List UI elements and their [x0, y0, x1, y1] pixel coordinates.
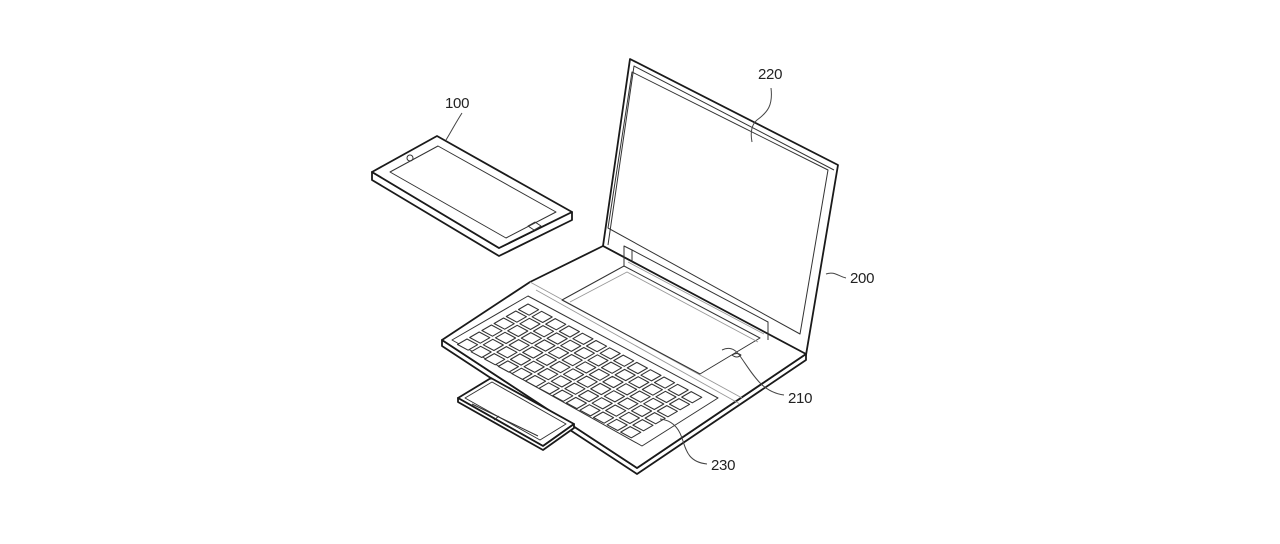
key: [667, 383, 689, 397]
key: [534, 339, 556, 352]
keyboard-keys: [456, 303, 703, 439]
key: [613, 354, 635, 367]
key: [538, 382, 560, 395]
leader-100: [445, 112, 463, 141]
key: [629, 390, 651, 403]
key: [643, 397, 665, 411]
key: [564, 382, 586, 395]
key: [494, 331, 517, 345]
key: [630, 404, 653, 418]
leader-220: [750, 87, 772, 143]
key: [644, 412, 666, 425]
key: [590, 382, 612, 396]
key: [560, 339, 582, 352]
key: [628, 376, 650, 389]
key: [655, 390, 677, 404]
key: [579, 404, 601, 417]
key: [523, 360, 545, 373]
key: [484, 353, 506, 366]
key: [535, 353, 557, 366]
key: [511, 367, 533, 380]
key: [482, 338, 504, 352]
key: [520, 332, 542, 345]
key: [493, 317, 515, 330]
key: [640, 369, 662, 382]
key: [507, 324, 529, 338]
slot-210: [561, 265, 761, 375]
key: [508, 339, 530, 352]
key: [641, 383, 663, 396]
key: [681, 391, 703, 404]
key: [545, 318, 567, 331]
key: [522, 346, 544, 359]
key: [591, 397, 613, 410]
key: [656, 405, 678, 418]
touchpad: [457, 377, 575, 451]
leader-210: [721, 347, 785, 396]
key: [531, 310, 553, 324]
key: [576, 375, 598, 388]
key: [588, 368, 610, 381]
key: [632, 419, 654, 432]
key: [617, 397, 639, 410]
label-100: 100: [445, 95, 470, 112]
leader-230: [659, 418, 708, 465]
key: [618, 411, 640, 425]
key: [537, 367, 559, 381]
mobile-device: [371, 135, 573, 257]
key: [519, 317, 541, 331]
key: [599, 347, 621, 360]
display-screen: [607, 71, 829, 335]
label-230: 230: [711, 457, 736, 474]
key: [573, 346, 595, 360]
key: [614, 368, 636, 382]
key: [524, 374, 547, 388]
key: [577, 389, 600, 403]
key: [470, 345, 492, 359]
key: [496, 346, 518, 359]
key: [552, 389, 574, 402]
leader-200: [825, 272, 847, 279]
key: [509, 353, 532, 366]
key: [469, 331, 491, 344]
key: [549, 360, 571, 374]
key: [575, 361, 597, 374]
label-210: 210: [788, 390, 813, 407]
key: [668, 398, 691, 411]
key: [605, 404, 627, 417]
key: [532, 325, 555, 338]
keyboard-tray: [451, 295, 719, 447]
key: [562, 368, 585, 381]
label-200: 200: [850, 270, 875, 287]
key: [456, 338, 479, 351]
key: [615, 383, 638, 396]
key: [592, 411, 615, 424]
camera-icon: [406, 154, 414, 162]
key: [546, 332, 568, 345]
key: [517, 303, 540, 316]
key: [620, 426, 642, 439]
key: [565, 396, 587, 410]
key: [626, 361, 648, 375]
key: [606, 418, 628, 432]
key: [585, 339, 608, 353]
home-button-icon: [527, 221, 542, 231]
key: [602, 375, 624, 389]
label-220: 220: [758, 66, 783, 83]
key: [653, 376, 676, 389]
key: [497, 360, 519, 373]
key: [587, 354, 609, 367]
key: [600, 361, 623, 374]
key: [547, 346, 570, 359]
key: [505, 310, 527, 323]
key: [550, 375, 572, 388]
key: [603, 390, 625, 403]
key: [561, 353, 583, 367]
key: [572, 332, 594, 345]
key: [558, 325, 580, 338]
key: [481, 324, 503, 337]
